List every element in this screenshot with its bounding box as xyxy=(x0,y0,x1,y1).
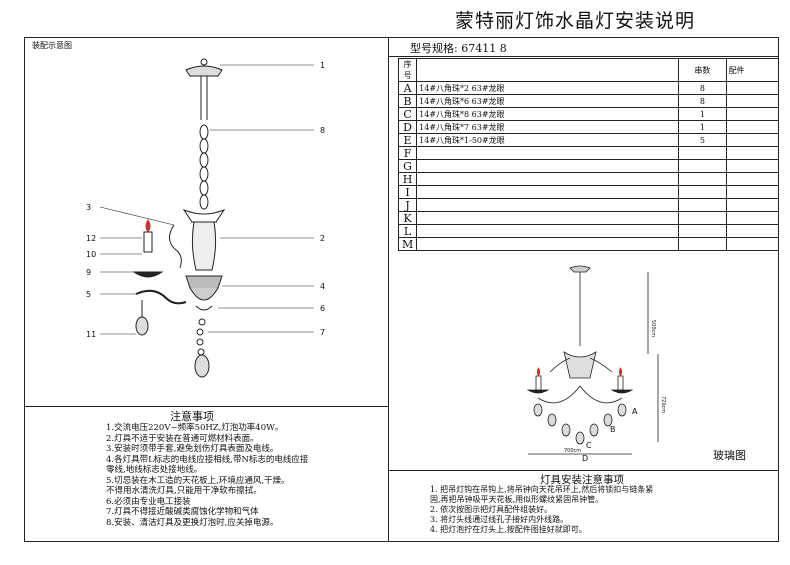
table-row: M xyxy=(397,237,780,251)
vertical-divider xyxy=(388,37,389,542)
note-line: 1.交流电压220V~频率50HZ,灯泡功率40W。 xyxy=(106,423,284,433)
model-label: 型号规格: 67411 8 xyxy=(410,42,507,55)
note-line: 5.切忌装在木工造的天花板上,环境应通风,干燥。 xyxy=(106,475,290,486)
header-acc: 配件 xyxy=(725,58,780,82)
note-line: 3.安装时须带手套,避免划伤灯具表面及电线。 xyxy=(106,444,279,454)
model-divider xyxy=(388,56,779,57)
note-line: 4.各灯具带L标志的电线应接相线,带N标志的电线应接 xyxy=(106,454,309,465)
note-line: 2.灯具不适于安装在普通可燃材料表面。 xyxy=(106,433,259,444)
install-line: 1. 把吊灯钩在吊钩上,将吊钟向天花吊环上,然后将锁扣与链条紧 xyxy=(430,485,654,494)
callout-4: 4 xyxy=(320,282,325,291)
letter-c: C xyxy=(586,441,592,450)
install-line: 固,再把吊钟吸平天花板,用似形螺纹紧固吊钟管。 xyxy=(430,495,604,504)
table-row: H xyxy=(397,172,780,186)
table-row: G xyxy=(397,159,780,173)
callout-7: 7 xyxy=(320,328,325,337)
page-title: 蒙特丽灯饰水晶灯安装说明 xyxy=(455,10,696,32)
install-line: 4. 把灯泡拧在灯头上,按配件图挂好就即可。 xyxy=(430,525,587,534)
callout-8: 8 xyxy=(320,126,325,135)
callout-10: 10 xyxy=(86,250,96,259)
glass-caption: 玻璃图 xyxy=(713,449,746,462)
notes-title: 注意事项 xyxy=(170,410,214,423)
table-row: J xyxy=(397,198,780,212)
chandelier-outline-diagram: 500cm 720cm 700cm A B C D xyxy=(526,265,666,462)
callout-11: 11 xyxy=(86,330,96,339)
callout-9: 9 xyxy=(86,268,91,277)
install-list: 1. 把吊灯钩在吊钩上,将吊钟向天花吊环上,然后将锁扣与链条紧 固,再把吊钟吸平… xyxy=(430,485,653,535)
note-line: 7.灯具不得接近酸碱类腐蚀化学物和气体 xyxy=(106,507,259,517)
callout-3: 3 xyxy=(86,203,91,212)
callout-1: 1 xyxy=(320,61,325,70)
note-line: 零线,地线标志处接地线。 xyxy=(106,465,203,475)
header-qty: 串数 xyxy=(678,58,727,82)
table-header-row: 序号 串数 配件 xyxy=(397,58,780,82)
assembly-diagram: 1 8 3 2 12 10 9 4 5 6 11 7 xyxy=(86,58,325,378)
install-line: 3. 将灯头线通过线孔子接好内外线路。 xyxy=(430,515,569,524)
dim-width: 700cm xyxy=(564,448,581,454)
install-divider xyxy=(388,470,779,471)
letter-d: D xyxy=(582,454,588,462)
note-line: 不得用水清洗灯具,只能用干净软布擦拭。 xyxy=(106,486,262,496)
notes-list: 1.交流电压220V~频率50HZ,灯泡功率40W。 2.灯具不适于安装在普通可… xyxy=(106,423,308,528)
letter-a: A xyxy=(632,407,638,416)
notes-section xyxy=(24,406,388,543)
table-row: K xyxy=(397,211,780,225)
table-row: F xyxy=(397,146,780,160)
dim-height-top: 500cm xyxy=(650,320,656,337)
note-line: 6.必须由专业电工接装 xyxy=(106,496,191,507)
header-seq: 序号 xyxy=(397,58,418,82)
diagram-caption: 装配示意图 xyxy=(32,41,72,50)
callout-5: 5 xyxy=(86,290,91,299)
note-line: 8.安装、清洁灯具及更换灯泡时,应关掉电源。 xyxy=(106,517,279,528)
table-row: L xyxy=(397,224,780,238)
callout-6: 6 xyxy=(320,304,325,313)
install-line: 2. 依次按图示把灯具配件组装好。 xyxy=(430,505,553,514)
callout-2: 2 xyxy=(320,234,325,243)
callout-12: 12 xyxy=(86,234,96,243)
install-title: 灯具安装注意事项 xyxy=(540,474,624,486)
dim-height-total: 720cm xyxy=(660,396,666,413)
outer-frame xyxy=(24,37,779,542)
letter-b: B xyxy=(610,425,616,434)
table-row: I xyxy=(397,185,780,199)
